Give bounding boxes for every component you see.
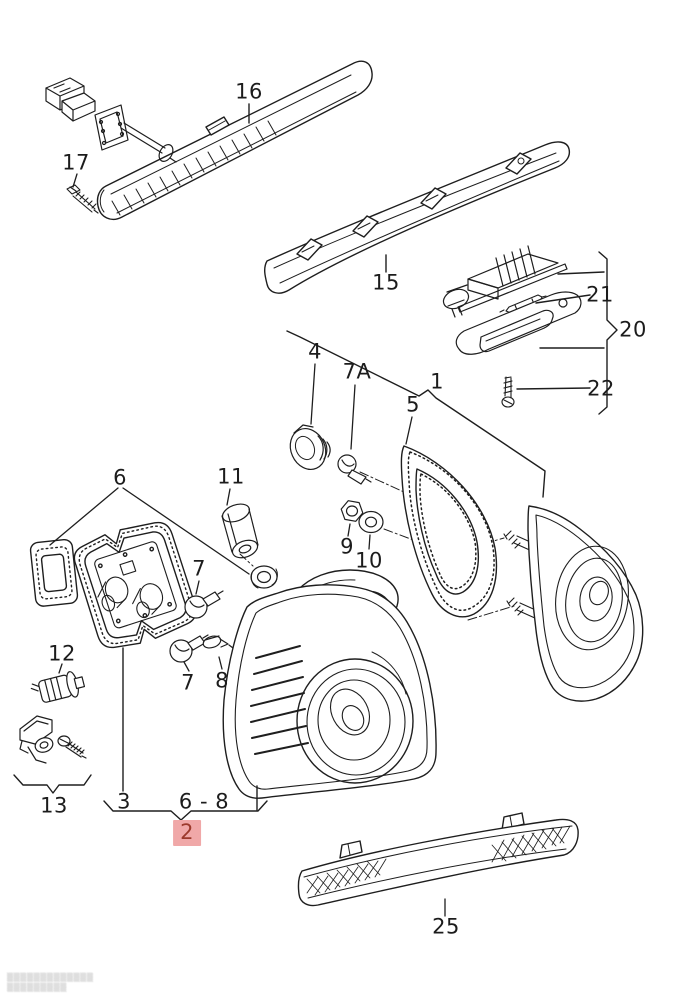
part-callout-22: 22	[587, 376, 615, 401]
bulb-socket-4	[289, 363, 331, 470]
leader-7-lower	[183, 661, 190, 672]
high-mount-brake-light	[96, 60, 373, 221]
leader-21	[535, 294, 591, 304]
part-callout-5: 5	[406, 392, 420, 417]
leader-22	[516, 387, 591, 390]
leader-10	[368, 534, 371, 550]
leader-11	[226, 488, 231, 506]
part-callout-6-8: 6 - 8	[178, 789, 230, 814]
socket-12	[30, 671, 86, 703]
part-callout-4: 4	[308, 339, 322, 364]
bulb-7a	[337, 384, 372, 485]
part-callout-20: 20	[619, 317, 647, 342]
bulb-8	[202, 635, 234, 670]
part-callout-13: 13	[40, 793, 68, 818]
leader-5	[405, 416, 413, 445]
part-callout-8: 8	[215, 668, 229, 693]
trim-strip-15	[264, 141, 571, 294]
screw-22	[501, 376, 515, 408]
bracket-13	[13, 774, 92, 794]
watermark: ▒▒▒▒▒▒▒▒▒▒▒▒▒ ▒▒▒▒▒▒▒▒▒	[7, 973, 93, 993]
part-callout-11: 11	[217, 464, 245, 489]
part-callout-7: 7	[181, 670, 195, 695]
part-callout-9: 9	[340, 534, 354, 559]
part-callout-7A: 7A	[342, 359, 372, 384]
leader-12	[58, 663, 63, 674]
part-callout-17: 17	[62, 150, 90, 175]
reflector-25	[297, 812, 579, 917]
bulb-7-upper	[184, 580, 224, 619]
reflector-hatch-left	[306, 858, 387, 896]
part-callout-15: 15	[372, 270, 400, 295]
bulb-7-lower	[169, 634, 209, 672]
square-seal	[29, 538, 79, 607]
tail-light-housing-right	[503, 505, 644, 702]
part-callout-10: 10	[355, 548, 383, 573]
watermark-line-2: ▒▒▒▒▒▒▒▒▒	[7, 983, 67, 992]
watermark-line-1: ▒▒▒▒▒▒▒▒▒▒▒▒▒	[7, 973, 94, 982]
grommet	[239, 553, 278, 589]
leader-1	[286, 330, 546, 498]
part-callout-12: 12	[48, 641, 76, 666]
leader-4	[310, 363, 316, 425]
tail-light-housing-left	[222, 569, 437, 799]
part-callout-2: 2	[173, 820, 201, 846]
bulb-carrier-6	[73, 521, 197, 649]
leader-7-upper	[195, 580, 200, 595]
washer-10	[358, 510, 384, 550]
spacer-11	[221, 488, 259, 559]
part-callout-6: 6	[113, 465, 127, 490]
part-callout-3: 3	[117, 789, 131, 814]
wiring-connector	[45, 77, 177, 163]
leader-8	[218, 656, 223, 670]
part-callout-21: 21	[586, 282, 614, 307]
bracket-20	[516, 251, 618, 415]
leader-9	[347, 523, 351, 537]
clip-13	[19, 715, 87, 764]
leader-7a	[350, 384, 356, 450]
license-plate-light-housing	[442, 245, 568, 318]
part-callout-1: 1	[430, 369, 444, 394]
leader-6	[49, 487, 250, 575]
part-callout-16: 16	[235, 79, 263, 104]
screw-17	[66, 173, 99, 214]
seal-5	[400, 416, 498, 618]
part-callout-25: 25	[432, 914, 460, 939]
reflector-hatch-right	[491, 825, 571, 863]
part-callout-7: 7	[192, 556, 206, 581]
license-plate-light-lens	[455, 291, 582, 355]
nut-9	[340, 500, 364, 537]
